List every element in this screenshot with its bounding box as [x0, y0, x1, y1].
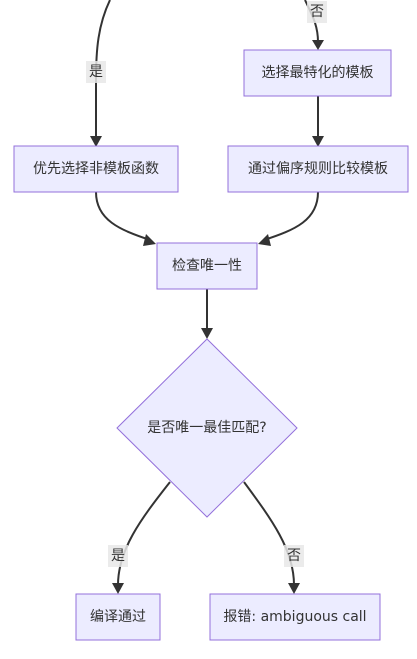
- node-unique-best-match-diamond: [116, 338, 298, 518]
- node-partial-ordering-box: [227, 145, 409, 193]
- edge-prefer-to-check: [95, 191, 151, 241]
- arrowhead-prefer-nontemplate: [90, 136, 102, 147]
- node-check-unique-box: [156, 242, 258, 290]
- edge-labels: 是 否 是 否: [86, 1, 327, 567]
- edge-partial-to-check: [263, 191, 319, 241]
- edge-label-no-top: 否: [310, 4, 324, 20]
- edge-diamond-yes: [117, 481, 171, 586]
- edge-label-bg-yes-bottom: [108, 545, 128, 567]
- node-prefer-nontemplate-box: [13, 145, 179, 193]
- node-select-specialized-box: [243, 49, 392, 97]
- node-report-error-box: [209, 593, 381, 641]
- node-report-error: 报错: ambiguous call: [223, 609, 366, 625]
- node-compile-ok: 编译通过: [90, 609, 146, 625]
- node-partial-ordering: 通过偏序规则比较模板: [248, 161, 388, 177]
- arrowhead-diamond: [201, 328, 213, 339]
- arrowhead-report-error: [288, 583, 300, 594]
- edge-label-yes-bottom: 是: [111, 548, 125, 564]
- node-check-unique: 检查唯一性: [172, 258, 242, 274]
- edges: [90, 0, 324, 594]
- arrowhead-check-unique-right: [258, 234, 271, 246]
- arrowhead-compile-ok: [112, 583, 124, 594]
- node-prefer-nontemplate: 优先选择非模板函数: [33, 161, 159, 177]
- edge-label-yes-top: 是: [89, 64, 103, 80]
- node-compile-ok-box: [75, 593, 161, 641]
- node-select-specialized: 选择最特化的模板: [262, 65, 374, 81]
- arrowhead-partial-ordering: [312, 136, 324, 147]
- edge-label-bg-no-top: [307, 1, 327, 23]
- node-unique-best-match: 是否唯一最佳匹配?: [147, 420, 266, 436]
- edge-diamond-no: [243, 481, 295, 586]
- nodes: 选择最特化的模板 优先选择非模板函数 通过偏序规则比较模板 检查唯一性 是否唯一…: [13, 49, 409, 641]
- edge-label-bg-no-bottom: [284, 545, 304, 567]
- edge-label-no-bottom: 否: [287, 548, 301, 564]
- arrowhead-check-unique-left: [143, 234, 156, 246]
- arrowhead-select-specialized: [312, 40, 324, 50]
- edge-label-bg-yes-top: [86, 61, 106, 83]
